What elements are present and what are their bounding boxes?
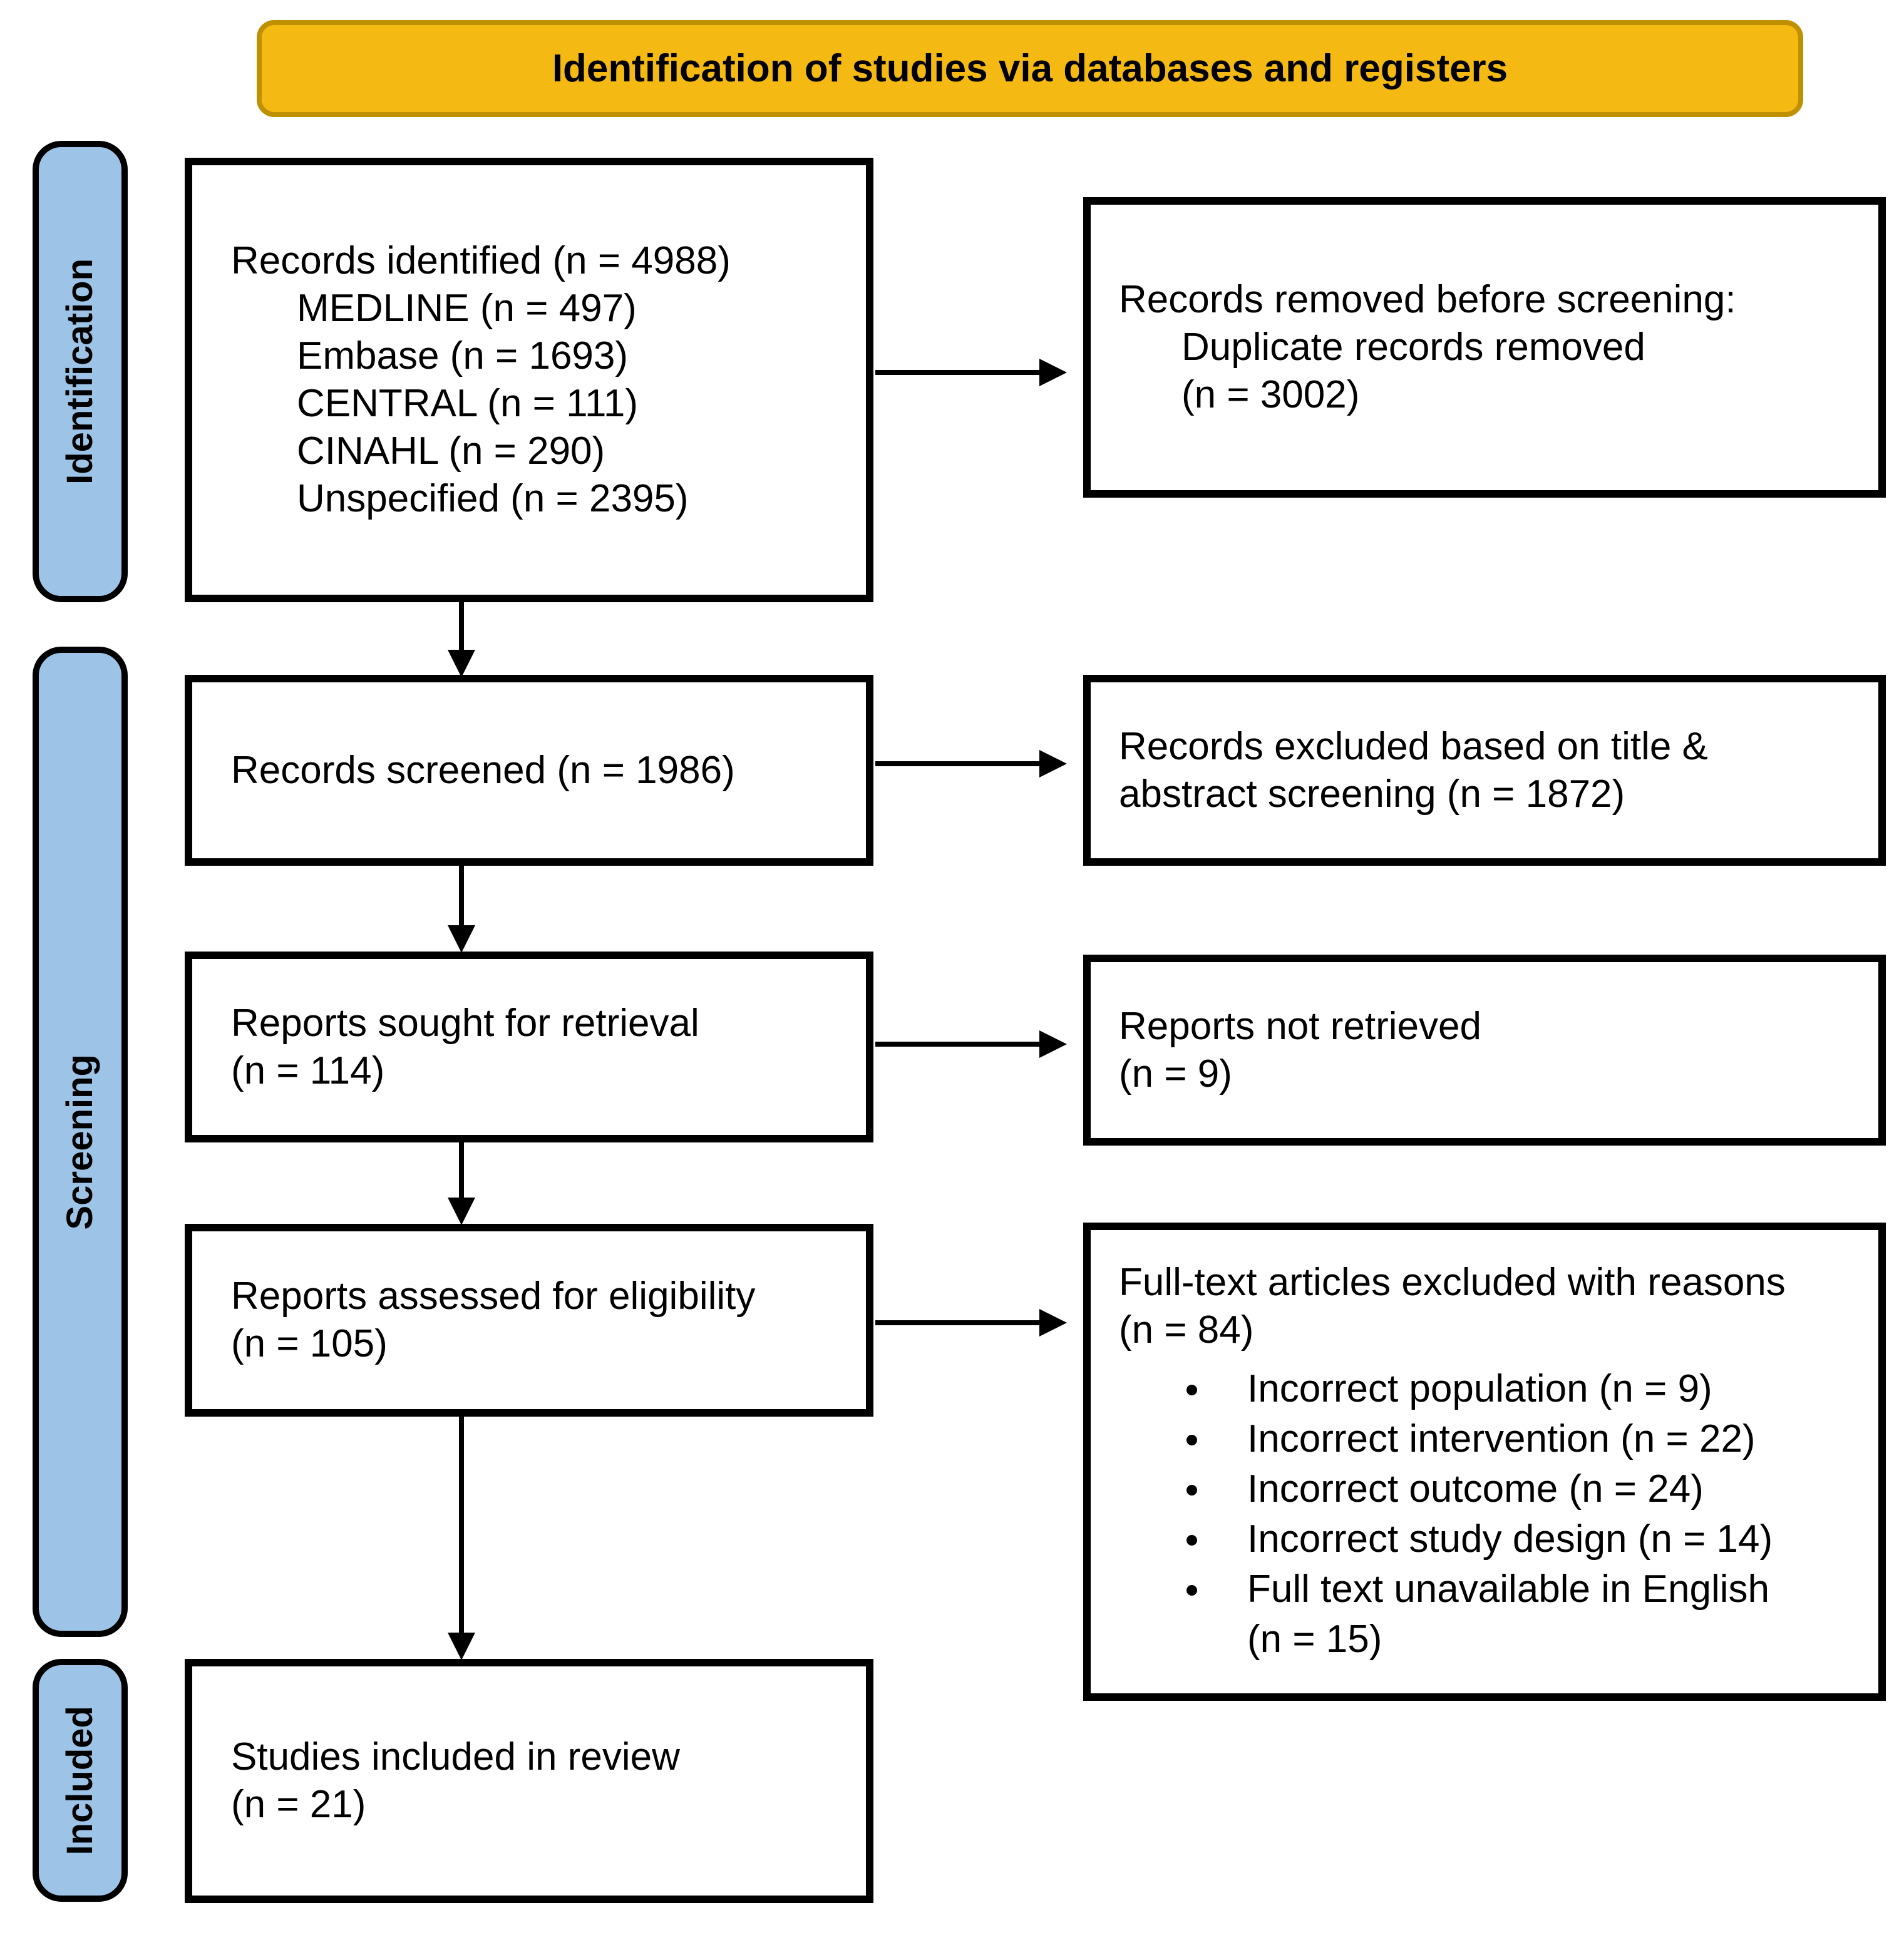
title-banner: Identification of studies via databases …: [257, 20, 1803, 117]
reports-not-retrieved-count: (n = 9): [1119, 1052, 1232, 1095]
exclusion-reason-study-design: Incorrect study design (n = 14): [1119, 1514, 1850, 1564]
duplicates-removed-text: Duplicate records removed: [1181, 326, 1645, 369]
reports-not-retrieved-box: Reports not retrieved (n = 9): [1083, 955, 1886, 1146]
arrow-assessed-to-included: [459, 1417, 464, 1633]
arrow-screened-to-excluded: [875, 761, 1039, 766]
reports-sought-text: Reports sought for retrieval: [231, 1001, 699, 1045]
records-removed-title: Records removed before screening:: [1119, 278, 1736, 321]
reports-assessed-count: (n = 105): [231, 1322, 388, 1365]
bullet-icon: [1186, 1385, 1197, 1395]
exclusion-reason-population: Incorrect population (n = 9): [1119, 1364, 1850, 1414]
exclusion-reason-intervention: Incorrect intervention (n = 22): [1119, 1414, 1850, 1464]
arrow-sought-to-assessed: [459, 1142, 464, 1198]
studies-included-count: (n = 21): [231, 1783, 366, 1826]
source-cinahl: CINAHL (n = 290): [297, 429, 605, 473]
records-screened-box: Records screened (n = 1986): [185, 675, 873, 866]
studies-included-box: Studies included in review (n = 21): [185, 1659, 873, 1903]
reports-sought-box: Reports sought for retrieval (n = 114): [185, 952, 873, 1142]
arrow-identified-to-removed: [875, 370, 1039, 375]
records-screened-text: Records screened (n = 1986): [231, 748, 735, 792]
arrow-identified-to-screened: [459, 602, 464, 650]
stage-identification-label: Identification: [59, 259, 100, 485]
stage-included-label: Included: [59, 1705, 100, 1855]
stage-screening-label: Screening: [59, 1054, 100, 1230]
arrow-screened-to-sought: [459, 865, 464, 925]
duplicates-removed-count: (n = 3002): [1181, 373, 1360, 416]
stage-included: Included: [33, 1659, 128, 1902]
source-unspecified: Unspecified (n = 2395): [297, 477, 689, 520]
bullet-icon: [1186, 1585, 1197, 1596]
source-central: CENTRAL (n = 111): [297, 382, 638, 425]
source-embase: Embase (n = 1693): [297, 334, 629, 377]
fulltext-excluded-count: (n = 84): [1119, 1308, 1254, 1352]
records-identified-box: Records identified (n = 4988) MEDLINE (n…: [185, 158, 873, 602]
arrow-assessed-to-fulltext-excluded: [875, 1320, 1039, 1325]
records-excluded-box: Records excluded based on title & abstra…: [1083, 675, 1886, 866]
exclusion-reason-outcome: Incorrect outcome (n = 24): [1119, 1464, 1850, 1514]
bullet-icon: [1186, 1535, 1197, 1546]
bullet-icon: [1186, 1485, 1197, 1496]
reports-assessed-box: Reports assessed for eligibility (n = 10…: [185, 1224, 873, 1417]
arrow-sought-to-not-retrieved: [875, 1042, 1039, 1047]
stage-identification: Identification: [33, 141, 128, 602]
exclusion-reason-language: Full text unavailable in English (n = 15…: [1119, 1564, 1850, 1665]
records-removed-box: Records removed before screening: Duplic…: [1083, 197, 1886, 498]
bullet-icon: [1186, 1435, 1197, 1445]
records-excluded-text: Records excluded based on title & abstra…: [1119, 724, 1708, 816]
studies-included-text: Studies included in review: [231, 1735, 680, 1778]
source-medline: MEDLINE (n = 497): [297, 287, 637, 330]
exclusion-reasons-list: Incorrect population (n = 9) Incorrect i…: [1119, 1364, 1850, 1665]
fulltext-excluded-title: Full-text articles excluded with reasons: [1119, 1261, 1786, 1304]
fulltext-excluded-box: Full-text articles excluded with reasons…: [1083, 1223, 1886, 1701]
stage-screening: Screening: [33, 647, 128, 1637]
diagram-title: Identification of studies via databases …: [552, 46, 1508, 90]
reports-assessed-text: Reports assessed for eligibility: [231, 1275, 756, 1318]
reports-not-retrieved-text: Reports not retrieved: [1119, 1004, 1481, 1048]
records-identified-title: Records identified (n = 4988): [231, 239, 731, 282]
reports-sought-count: (n = 114): [231, 1049, 385, 1092]
